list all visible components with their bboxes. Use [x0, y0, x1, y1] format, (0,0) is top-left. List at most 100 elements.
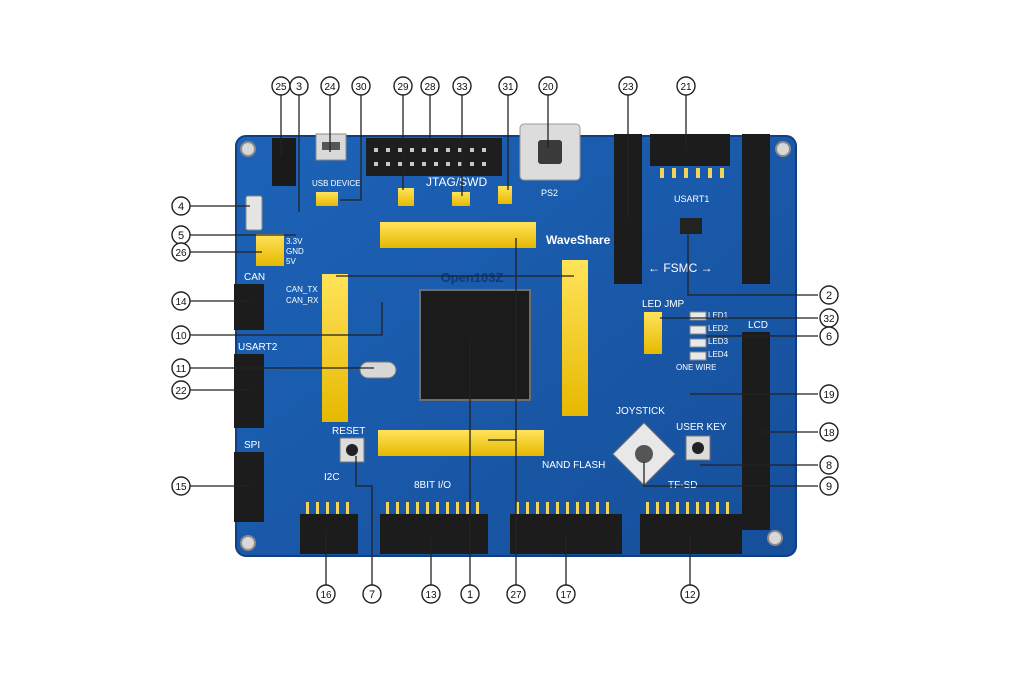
callout-9: 9 — [819, 476, 839, 496]
ps2-socket — [538, 140, 562, 164]
callout-label: 18 — [823, 428, 835, 439]
silk-joystick: JOYSTICK — [616, 406, 665, 417]
callout-circle — [680, 584, 700, 604]
callout-label: 31 — [502, 82, 514, 93]
usart1-chip — [680, 218, 702, 234]
callout-label: 17 — [560, 590, 572, 601]
silk-8bit-io: 8BIT I/O — [414, 480, 451, 491]
callout-label: 2 — [826, 290, 832, 302]
callout-circle — [498, 76, 518, 96]
silk-lcd: LCD — [748, 320, 768, 331]
silk-one-wire: ONE WIRE — [676, 363, 716, 372]
silk-led3: LED3 — [708, 337, 729, 346]
callout-label: 33 — [456, 82, 468, 93]
callout-circle — [819, 422, 839, 442]
callout-33: 33 — [452, 76, 472, 96]
callout-label: 21 — [680, 82, 692, 93]
ps2-jumper — [498, 186, 512, 204]
callout-21: 21 — [676, 76, 696, 96]
callout-1: 1 — [460, 584, 480, 604]
callout-20: 20 — [538, 76, 558, 96]
callout-32: 32 — [819, 308, 839, 328]
callout-circle — [819, 476, 839, 496]
callout-24: 24 — [320, 76, 340, 96]
silk-led-jmp: LED JMP — [642, 299, 685, 310]
fsmc-header-right — [742, 134, 770, 284]
usart1-pins — [660, 168, 724, 178]
silk-brand: WaveShare — [546, 233, 611, 247]
callout-circle — [676, 76, 696, 96]
callout-circle — [819, 326, 839, 346]
silk-spi: SPI — [244, 440, 260, 451]
callout-23: 23 — [618, 76, 638, 96]
reset-key-cap — [346, 444, 358, 456]
callout-12: 12 — [680, 584, 700, 604]
callout-circle — [421, 584, 441, 604]
8bit-io-header — [380, 514, 488, 554]
callout-label: 12 — [684, 590, 696, 601]
callout-circle — [171, 325, 191, 345]
usart2-header — [234, 354, 264, 428]
callout-31: 31 — [498, 76, 518, 96]
leader-lines — [186, 95, 818, 594]
callout-circle — [538, 76, 558, 96]
left-pin-header — [322, 274, 348, 422]
callout-label: 23 — [622, 82, 634, 93]
power-switch — [245, 195, 263, 231]
lcd-header — [742, 332, 770, 530]
callout-15: 15 — [171, 476, 191, 496]
callout-circle — [819, 455, 839, 475]
callout-28: 28 — [420, 76, 440, 96]
crystal — [359, 361, 397, 379]
callout-circle — [420, 76, 440, 96]
callout-label: 22 — [175, 386, 187, 397]
silk-led4: LED4 — [708, 350, 729, 359]
silk-can-rx: CAN_RX — [286, 296, 319, 305]
callout-circle — [171, 291, 191, 311]
callout-7: 7 — [362, 584, 382, 604]
boot-jumper — [398, 188, 414, 206]
callout-label: 1 — [467, 589, 473, 601]
callout-label: 10 — [175, 331, 187, 342]
silk-3v3: 3.3V — [286, 237, 303, 246]
callout-11: 11 — [171, 358, 191, 378]
callout-label: 20 — [542, 82, 554, 93]
silk-user-key: USER KEY — [676, 422, 727, 433]
callout-circle — [289, 76, 309, 96]
callout-circle — [452, 76, 472, 96]
callout-label: 26 — [175, 248, 187, 259]
silk-usart1: USART1 — [674, 194, 709, 204]
silk-nand-flash: NAND FLASH — [542, 460, 605, 471]
usart1-header — [650, 134, 730, 166]
silk-led1: LED1 — [708, 311, 729, 320]
led-jumper — [644, 312, 662, 354]
callout-circle — [819, 384, 839, 404]
callout-19: 19 — [819, 384, 839, 404]
callout-label: 28 — [424, 82, 436, 93]
callout-25: 25 — [271, 76, 291, 96]
callout-circle — [460, 584, 480, 604]
callout-label: 13 — [425, 590, 437, 601]
silk-jtag-swd: JTAG/SWD — [426, 175, 487, 189]
callout-label: 32 — [823, 314, 835, 325]
callout-label: 11 — [176, 364, 187, 375]
callout-29: 29 — [393, 76, 413, 96]
jtag-header — [366, 138, 502, 176]
callout-5: 5 — [171, 225, 191, 245]
callout-2: 2 — [819, 285, 839, 305]
callout-14: 14 — [171, 291, 191, 311]
silk-gnd: GND — [286, 247, 304, 256]
callout-label: 25 — [275, 82, 287, 93]
callout-circle — [171, 242, 191, 262]
vref-jumper — [452, 192, 470, 206]
callout-3: 3 — [289, 76, 309, 96]
callout-circle — [320, 76, 340, 96]
callout-label: 15 — [175, 482, 187, 493]
callout-label: 16 — [320, 590, 332, 601]
silk-reset: RESET — [332, 426, 365, 437]
silk-usart2: USART2 — [238, 342, 278, 353]
callout-circle — [171, 196, 191, 216]
callout-26: 26 — [171, 242, 191, 262]
